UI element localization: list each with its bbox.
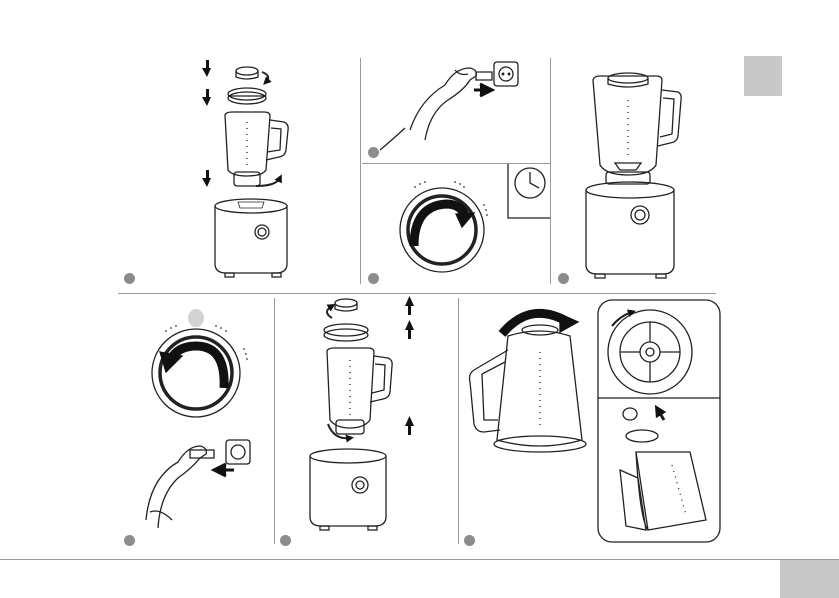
remove-blade-assembly-icon [470,300,721,542]
turn-dial-to-off-icon [152,309,248,417]
turn-speed-dial-clockwise-icon [400,181,488,272]
unplug-from-socket-icon [146,440,250,528]
up-arrow-icon [405,296,414,435]
plug-into-socket-icon [380,62,518,150]
down-arrow-icon [202,60,211,187]
blender-assembled-icon [586,73,681,278]
timer-clock-icon [508,164,550,218]
assemble-jug-on-base-icon [202,60,288,277]
disassemble-jug-icon [310,296,414,530]
